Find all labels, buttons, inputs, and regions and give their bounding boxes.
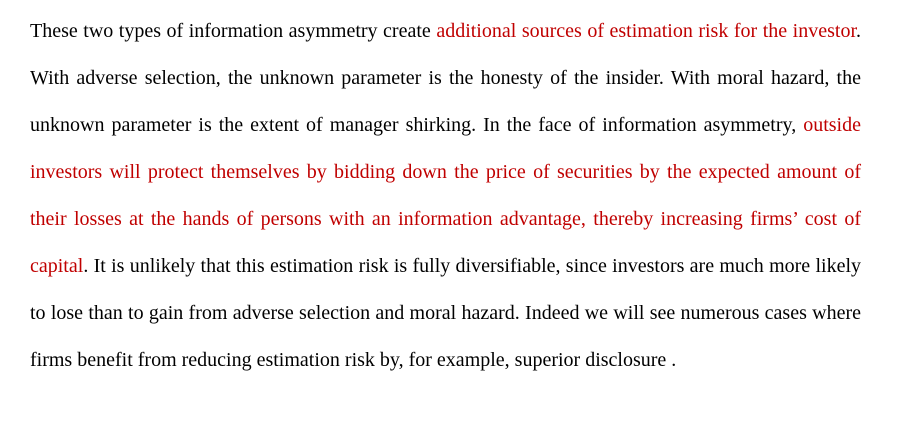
text-segment-conclusion: . It is unlikely that this estimation ri… xyxy=(30,255,861,371)
body-paragraph: These two types of information asymmetry… xyxy=(30,8,861,384)
text-segment-intro: These two types of information asymmetry… xyxy=(30,20,437,42)
highlighted-text-cost-of-capital: outside investors will protect themselve… xyxy=(30,114,861,277)
text-segment-adverse-selection: . With adverse selection, the unknown pa… xyxy=(30,20,861,136)
document-page: These two types of information asymmetry… xyxy=(30,8,861,384)
highlighted-text-estimation-risk: additional sources of estimation risk fo… xyxy=(436,20,856,42)
